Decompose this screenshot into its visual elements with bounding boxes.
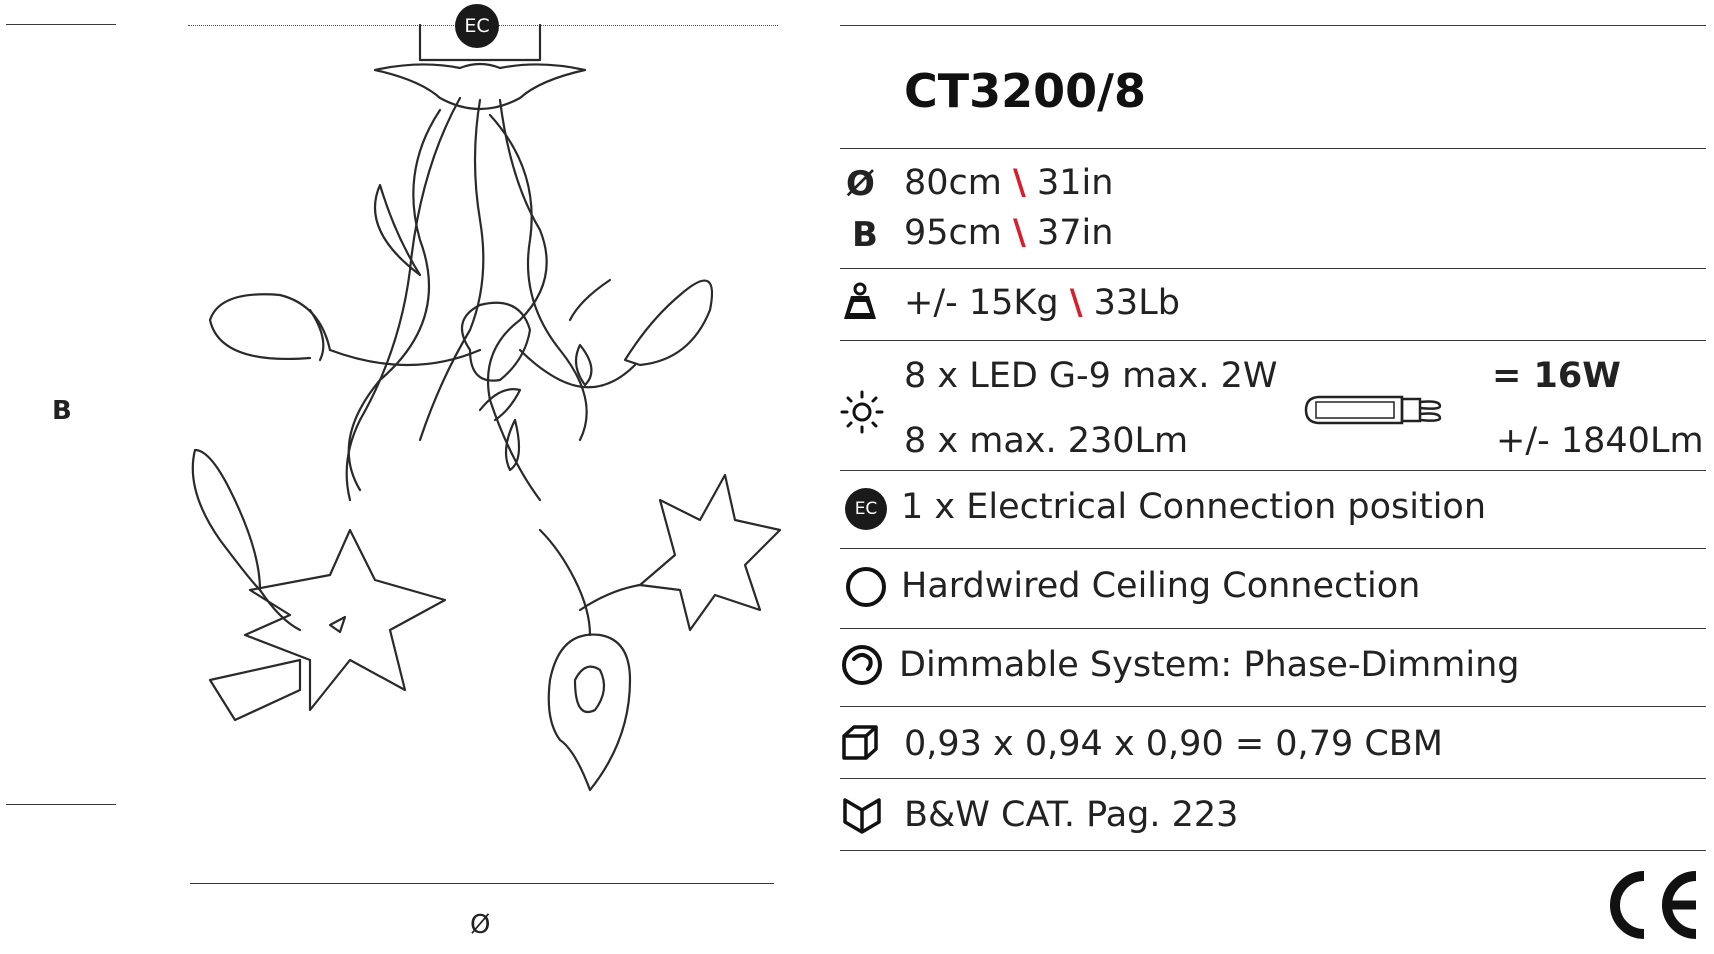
chandelier-illustration [191, 23, 782, 792]
diameter-separator: \ [1013, 163, 1026, 203]
sun-icon [840, 390, 884, 434]
dimmer-icon [842, 645, 882, 685]
diameter-symbol: Ø [846, 164, 875, 204]
lumens-text: 8 x max. 230Lm [904, 421, 1189, 461]
ce-mark-icon [1610, 871, 1697, 939]
g9-bulb-icon [1304, 395, 1442, 425]
packaging-text: 0,93 x 0,94 x 0,90 = 0,79 CBM [904, 724, 1443, 764]
rule-9 [840, 850, 1706, 851]
diameter-line [190, 883, 774, 884]
height-marker-bottom [6, 804, 116, 805]
electrical-text: 1 x Electrical Connection position [901, 487, 1487, 527]
diameter-value: 80cm \ 31in [904, 166, 1113, 201]
weight-icon [844, 282, 876, 319]
ec-badge-spec: EC [845, 488, 887, 530]
model-title: CT3200/8 [904, 64, 1146, 118]
ec-badge-drawing-text: EC [464, 15, 490, 37]
dimming-text: Dimmable System: Phase-Dimming [899, 645, 1520, 685]
rule-4 [840, 470, 1706, 471]
weight-separator: \ [1069, 283, 1083, 323]
height-separator: \ [1013, 213, 1026, 253]
diameter-cm: 80cm [904, 163, 1002, 203]
rule-top [840, 25, 1706, 26]
rule-7 [840, 706, 1706, 707]
height-symbol: B [852, 215, 878, 255]
height-marker-top [6, 24, 116, 25]
book-icon [843, 798, 881, 834]
weight-kg: +/- 15Kg [904, 283, 1059, 323]
rule-3 [840, 340, 1706, 341]
weight-value: +/- 15Kg \ 33Lb [904, 286, 1180, 321]
catalog-text: B&W CAT. Pag. 223 [904, 795, 1239, 835]
height-label: B [52, 396, 72, 426]
lamps-text: 8 x LED G-9 max. 2W [904, 356, 1278, 396]
total-lumens: +/- 1840Lm [1496, 421, 1704, 461]
diameter-label: Ø [470, 910, 491, 940]
rule-6 [840, 628, 1706, 629]
ec-badge-spec-text: EC [854, 499, 878, 519]
rule-5 [840, 548, 1706, 549]
ec-badge-drawing: EC [455, 4, 499, 48]
weight-lb: 33Lb [1093, 283, 1180, 323]
total-power: = 16W [1492, 356, 1621, 396]
rule-2 [840, 268, 1706, 269]
circle-icon [846, 567, 886, 607]
box-icon [842, 725, 878, 760]
rule-1 [840, 148, 1706, 149]
diameter-in: 31in [1036, 163, 1114, 203]
height-in: 37in [1036, 213, 1114, 253]
height-value: 95cm \ 37in [904, 216, 1113, 251]
ceiling-text: Hardwired Ceiling Connection [901, 566, 1421, 606]
height-cm: 95cm [904, 213, 1002, 253]
rule-8 [840, 778, 1706, 779]
